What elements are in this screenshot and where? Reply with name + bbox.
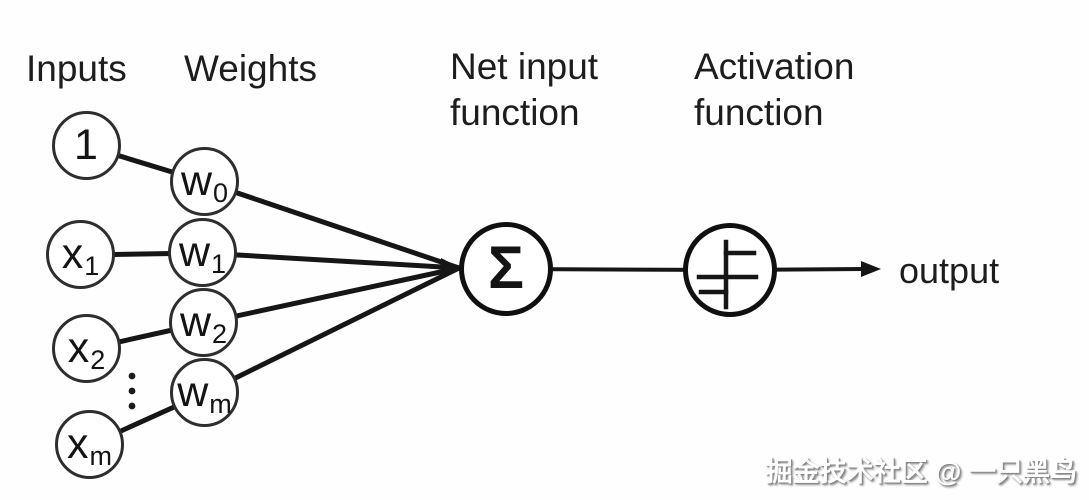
inputs-header: Inputs	[26, 48, 127, 89]
sum-node: Σ	[459, 222, 553, 316]
sigma-symbol: Σ	[487, 233, 524, 301]
node-label-main: x	[67, 420, 89, 468]
node-label-sub: 2	[212, 319, 228, 349]
output-arrowhead	[861, 261, 881, 277]
node-label-sub: 2	[90, 345, 106, 375]
activation-function-header: Activation function	[694, 46, 855, 133]
node-label-main: x	[67, 324, 90, 372]
net-input-function-header: Net input function	[450, 46, 599, 133]
activation-node	[683, 223, 777, 317]
edge-w2-sum	[203, 265, 460, 326]
edge-wm-sum	[203, 265, 461, 396]
node-label-main: x	[61, 230, 84, 278]
node-label-sub: m	[209, 389, 232, 419]
node-label-main: w	[177, 368, 209, 416]
node-label-main: w	[180, 157, 213, 205]
node-label-main: w	[179, 298, 212, 346]
vertical-ellipsis	[128, 372, 136, 410]
node-label-main: w	[178, 228, 211, 276]
node-label-sub: 1	[211, 249, 227, 279]
watermark: 掘金技术社区 @ 一只黑鸟	[765, 457, 1077, 487]
weights-header: Weights	[184, 48, 317, 89]
node-label-main: 1	[74, 121, 98, 169]
output-label: output	[899, 250, 1000, 291]
edge-w0-sum	[204, 179, 460, 271]
sum-input-arrowhead	[441, 258, 461, 278]
node-label-sub: 0	[213, 178, 229, 208]
edge-w1-sum	[202, 250, 460, 271]
node-label-sub: m	[89, 441, 113, 471]
bias-node: 1	[52, 111, 121, 180]
node-label-sub: 1	[84, 251, 100, 281]
step-function-icon	[696, 239, 759, 310]
